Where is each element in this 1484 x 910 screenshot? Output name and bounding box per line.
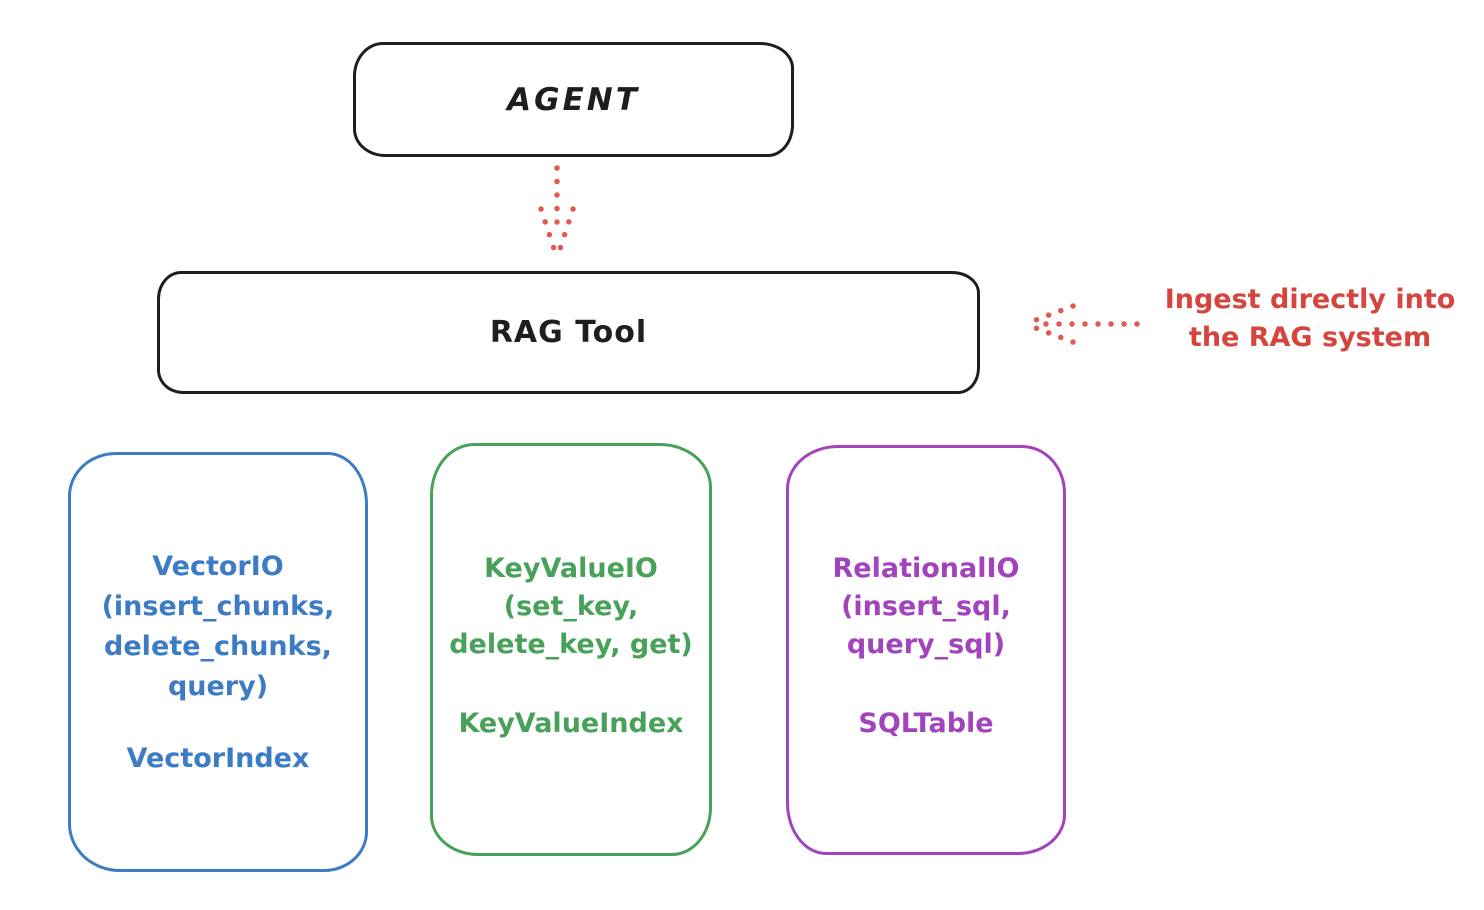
- store-index-keyvalue-index: KeyValueIndex: [458, 708, 684, 739]
- store-title-line: (insert_chunks,: [101, 591, 335, 622]
- ingest-annotation-line2: the RAG system: [1188, 322, 1432, 353]
- store-title-line: VectorIO: [152, 551, 284, 582]
- store-title-line: delete_key, get): [449, 629, 693, 660]
- agent-label: AGENT: [507, 81, 640, 118]
- store-node-relational-io: RelationalIO (insert_sql, query_sql) SQL…: [786, 445, 1066, 855]
- store-title-keyvalue-io: KeyValueIO (set_key, delete_key, get): [449, 550, 693, 664]
- ingest-annotation-line1: Ingest directly into: [1164, 284, 1456, 315]
- rag-tool-label: RAG Tool: [489, 315, 648, 350]
- store-title-line: delete_chunks,: [104, 631, 332, 662]
- store-title-line: query): [167, 671, 269, 702]
- dotted-arrow-down-icon: [538, 165, 576, 261]
- store-index-vector-index: VectorIndex: [126, 743, 310, 774]
- store-title-line: (insert_sql,: [841, 591, 1011, 622]
- store-node-vector-io: VectorIO (insert_chunks, delete_chunks, …: [68, 452, 368, 872]
- store-title-vector-io: VectorIO (insert_chunks, delete_chunks, …: [102, 547, 335, 707]
- store-node-keyvalue-io: KeyValueIO (set_key, delete_key, get) Ke…: [430, 443, 712, 856]
- store-index-sql-table: SQLTable: [858, 708, 994, 739]
- store-title-line: query_sql): [846, 629, 1006, 660]
- agent-node: AGENT: [353, 42, 794, 157]
- store-title-line: KeyValueIO: [484, 553, 658, 584]
- rag-tool-node: RAG Tool: [157, 271, 980, 394]
- store-title-line: (set_key,: [503, 591, 639, 622]
- ingest-annotation: Ingest directly into the RAG system: [1142, 281, 1478, 357]
- store-title-line: RelationalIO: [832, 553, 1020, 584]
- dotted-arrow-left-icon: [1022, 303, 1140, 345]
- store-title-relational-io: RelationalIO (insert_sql, query_sql): [833, 550, 1020, 664]
